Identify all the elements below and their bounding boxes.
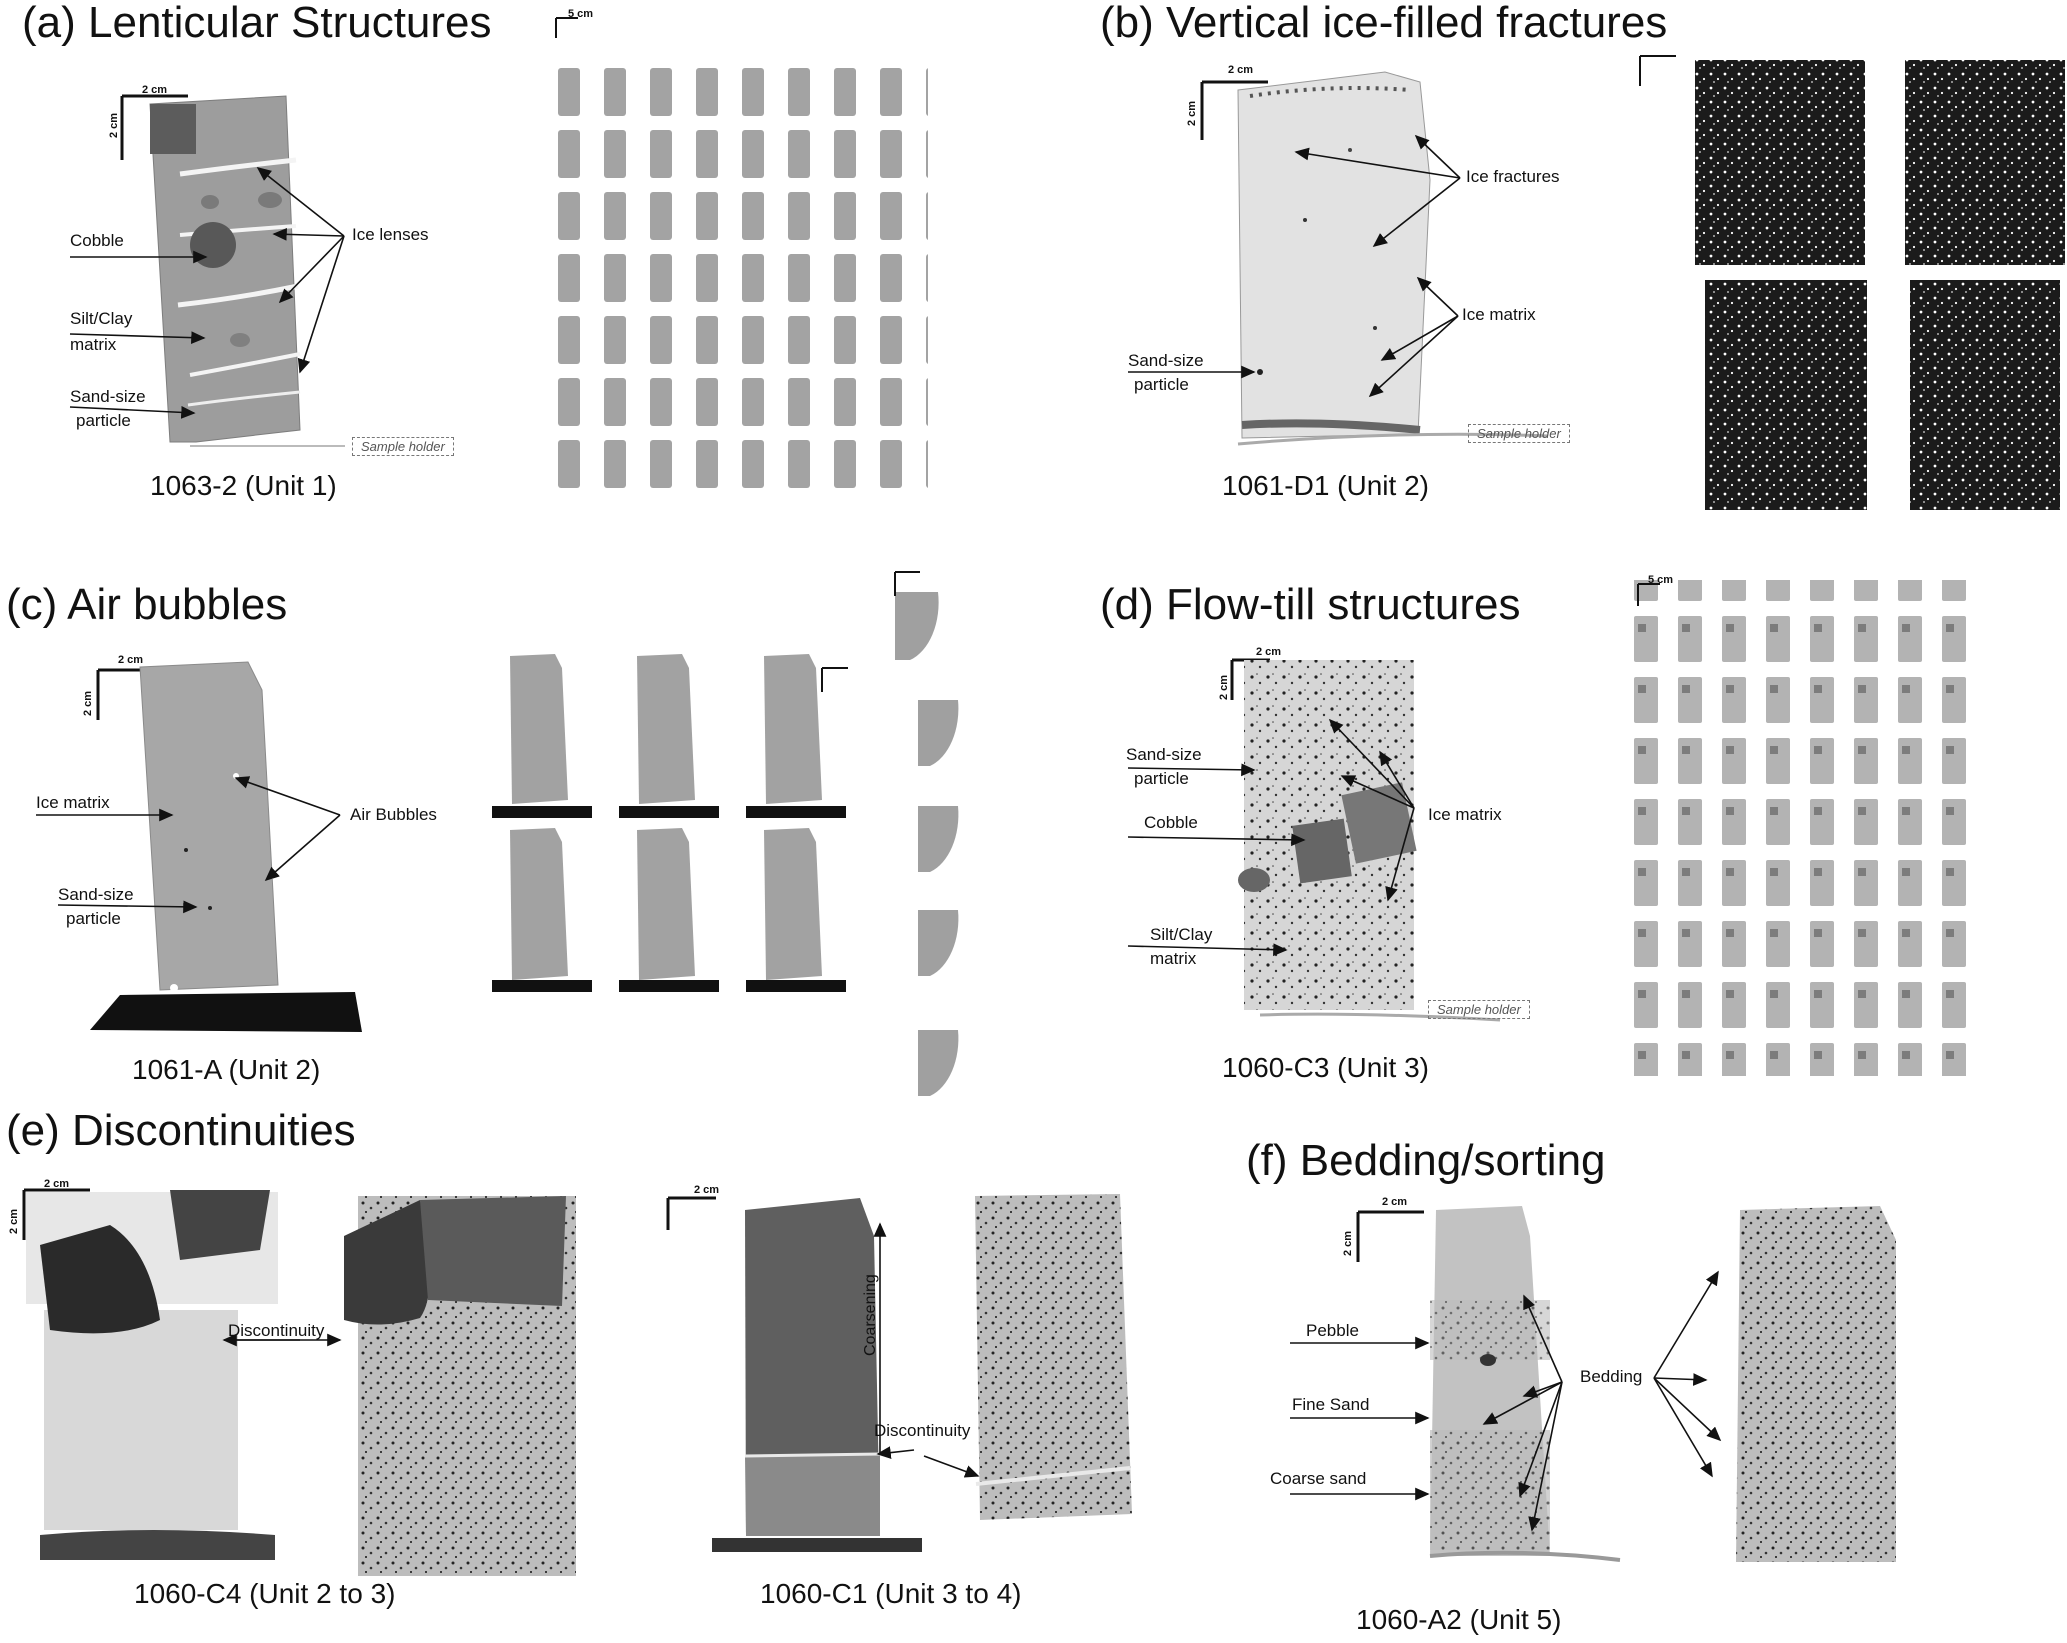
panel-b-label-sand: Sand-size [1128,351,1204,370]
panel-a-mini-scale: 5 cm [568,8,594,20]
panel-b-graphics [1128,55,2065,510]
panel-d-mini-scale: 5 cm [1648,574,1674,586]
panel-b-title: (b) Vertical ice-filled fractures [1100,0,1668,47]
panel-e-scale-v: 2 cm [8,1208,20,1234]
panel-c-scale-v: 2 cm [82,690,94,716]
panel-f-label-bedding: Bedding [1580,1367,1643,1386]
panel-c-label-particle: particle [66,909,121,928]
panel-b-label-ice-matrix: Ice matrix [1462,305,1536,324]
panel-d-scale-v: 2 cm [1218,674,1230,700]
panel-c-title: (c) Air bubbles [6,580,288,629]
panel-b-label-particle: particle [1134,375,1189,394]
panel-d-label-matrix: matrix [1150,949,1197,968]
panel-b-sample-id: 1061-D1 (Unit 2) [1222,470,1429,501]
panel-b-label-ice-fractures: Ice fractures [1466,167,1560,186]
panel-d-label-silt: Silt/Clay [1150,925,1213,944]
panel-c-label-ice-matrix: Ice matrix [36,793,110,812]
panel-a-scale-v: 2 cm [108,112,120,138]
panel-c-sample-id: 1061-A (Unit 2) [132,1054,321,1085]
panel-e-scale-h: 2 cm [44,1178,70,1190]
panel-a-label-particle: particle [76,411,131,430]
panel-b-scale-v: 2 cm [1186,100,1198,126]
panel-e-sample-right: 1060-C1 (Unit 3 to 4) [760,1578,1022,1609]
panel-d-label-ice-matrix: Ice matrix [1428,805,1502,824]
panel-d-sample-holder: Sample holder [1428,1000,1530,1019]
panel-a-label-matrix: matrix [70,335,117,354]
panel-a-label-sand: Sand-size [70,387,146,406]
panel-e-label-discontinuity-right: Discontinuity [874,1421,971,1440]
panel-a-label-cobble: Cobble [70,231,124,250]
panel-a-sample-id: 1063-2 (Unit 1) [150,470,337,501]
panel-c-label-sand: Sand-size [58,885,134,904]
panel-e-title: (e) Discontinuities [6,1106,356,1155]
panel-a-scale-h: 2 cm [142,84,168,96]
panel-c-scale-h: 2 cm [118,654,144,666]
panel-d-sample-id: 1060-C3 (Unit 3) [1222,1052,1429,1083]
panel-f-label-coarse-sand: Coarse sand [1270,1469,1367,1488]
panel-f-title: (f) Bedding/sorting [1246,1136,1606,1185]
panel-e-label-coarsening: Coarsening [862,1274,879,1356]
panel-a-label-ice-lenses: Ice lenses [352,225,429,244]
panel-c-graphics [36,571,959,1096]
panel-a-graphics [69,17,928,494]
panel-f-graphics [1290,1206,1896,1562]
panel-c-label-air-bubbles: Air Bubbles [350,805,437,824]
panel-f-scale-h: 2 cm [1382,1196,1408,1208]
panel-f-scale-v: 2 cm [1342,1230,1354,1256]
panel-e-graphics [22,1188,1132,1576]
panel-b-sample-holder: Sample holder [1468,424,1570,443]
panel-e-scale-h-right: 2 cm [694,1184,720,1196]
panel-b-scale-h: 2 cm [1228,64,1254,76]
panel-d-title: (d) Flow-till structures [1100,580,1521,629]
panel-d-label-cobble: Cobble [1144,813,1198,832]
panel-a-sample-holder: Sample holder [352,437,454,456]
panel-f-label-fine-sand: Fine Sand [1292,1395,1370,1414]
panel-d-label-particle: particle [1134,769,1189,788]
panel-f-sample-id: 1060-A2 (Unit 5) [1356,1604,1562,1635]
panel-e-sample-left: 1060-C4 (Unit 2 to 3) [134,1578,396,1609]
panel-a-label-silt: Silt/Clay [70,309,133,328]
panel-a-title: (a) Lenticular Structures [22,0,492,47]
panel-d-scale-h: 2 cm [1256,646,1282,658]
panel-d-label-sand: Sand-size [1126,745,1202,764]
panel-e-label-discontinuity-left: Discontinuity [228,1321,325,1340]
panel-f-label-pebble: Pebble [1306,1321,1359,1340]
panel-d-graphics [1127,580,1978,1076]
